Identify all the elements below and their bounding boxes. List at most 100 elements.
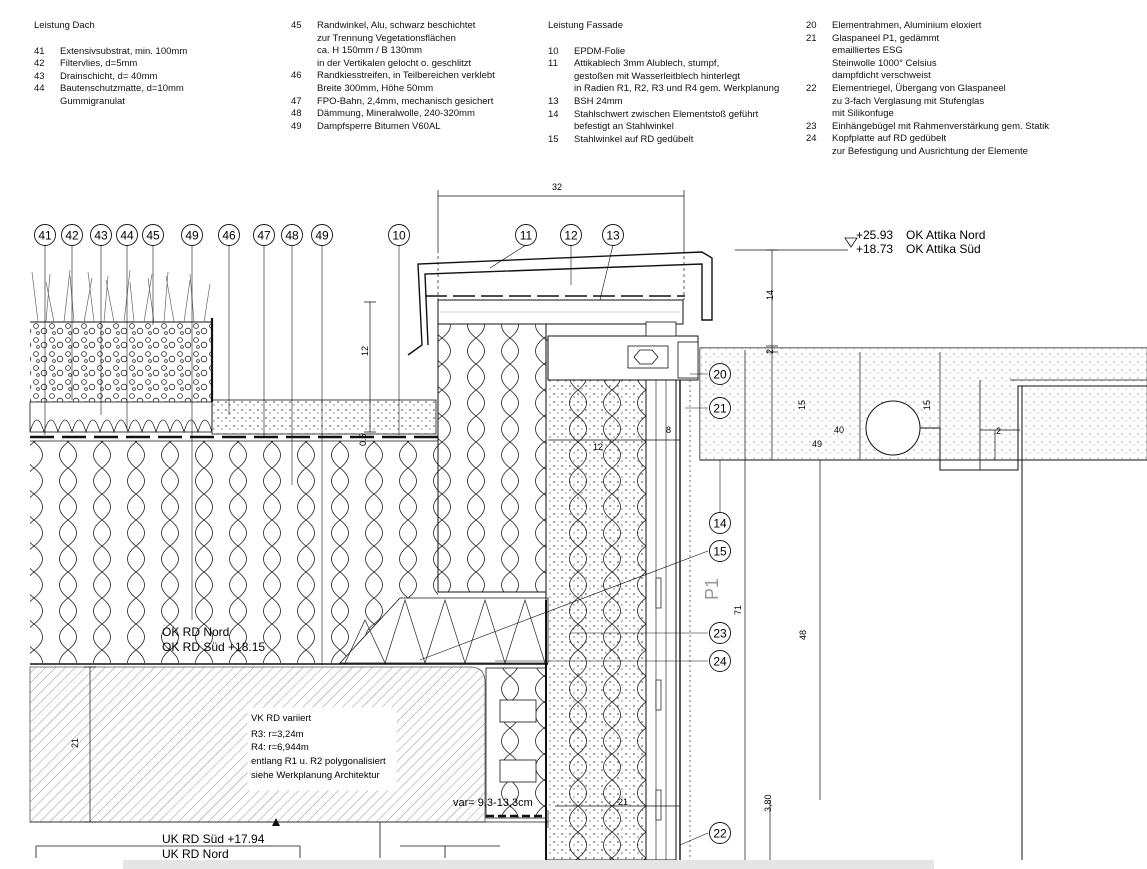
attika-sheet bbox=[407, 251, 713, 356]
legend-text: Randkiesstreifen, in Teilbereichen verkl… bbox=[317, 70, 495, 82]
attika-insulation bbox=[437, 321, 547, 593]
reference-bubble: 10 bbox=[388, 224, 410, 246]
legend-number: 45 bbox=[291, 20, 302, 31]
legend-text: Stahlwinkel auf RD gedübelt bbox=[574, 133, 694, 145]
reference-bubble: 47 bbox=[253, 224, 275, 246]
legend-number: 15 bbox=[548, 133, 559, 145]
reference-bubble: 22 bbox=[709, 822, 731, 844]
legend-continuation: in der Vertikalen gelocht o. geschlitzt bbox=[317, 57, 472, 69]
dim-8: 8 bbox=[666, 425, 671, 435]
bubble-number: 44 bbox=[120, 229, 134, 243]
bubble-circle bbox=[560, 224, 582, 246]
attika-nord-label: OK Attika Nord bbox=[906, 228, 985, 242]
dim-49: 49 bbox=[812, 439, 822, 449]
legend-text: Elementrahmen, Aluminium eloxiert bbox=[832, 20, 982, 31]
round-profile bbox=[865, 400, 921, 456]
bubble-number: 15 bbox=[713, 545, 727, 559]
horizontal-scrollbar[interactable] bbox=[123, 860, 934, 869]
dim-05: 0.5 bbox=[358, 433, 368, 446]
legend-number: 14 bbox=[548, 108, 559, 120]
bubble-circle bbox=[181, 224, 203, 246]
bubble-number: 10 bbox=[392, 229, 406, 243]
leader-lines bbox=[44, 244, 721, 846]
window-section bbox=[699, 347, 1147, 860]
mineral-wool-insulation bbox=[30, 441, 438, 663]
note-line: VK RD variiert bbox=[251, 713, 312, 724]
bubble-number: 49 bbox=[315, 229, 329, 243]
bubble-number: 48 bbox=[285, 229, 299, 243]
note-line: entlang R1 u. R2 polygonalisiert bbox=[251, 756, 386, 767]
dim-15a: 15 bbox=[797, 400, 807, 410]
legend-item: 14 Stahlschwert zwischen Elementstoß gefü… bbox=[548, 109, 798, 122]
legend-continuation: emailliertes ESG bbox=[832, 45, 903, 57]
bubble-number: 14 bbox=[713, 517, 727, 531]
facade-element bbox=[407, 251, 713, 861]
reference-bubble: 46 bbox=[218, 224, 240, 246]
bubble-circle bbox=[116, 224, 138, 246]
uk-rd-sued: UK RD Süd +17.94 bbox=[162, 832, 265, 846]
dim-48: 48 bbox=[798, 630, 808, 640]
reference-bubble: 21 bbox=[709, 397, 731, 419]
legend-text: Extensivsubstrat, min. 100mm bbox=[60, 45, 188, 57]
legend-text: Elementriegel, Übergang von Glaspaneel bbox=[832, 82, 1006, 94]
bubble-circle bbox=[34, 224, 56, 246]
bubble-circle bbox=[281, 224, 303, 246]
legend-item: 46 Randkiesstreifen, in Teilbereichen ver… bbox=[291, 70, 531, 83]
legend-text: EPDM-Folie bbox=[574, 45, 626, 57]
attika-nord-value: +25.93 bbox=[856, 228, 893, 242]
legend-text: Bautenschutzmatte, d=10mm bbox=[60, 83, 184, 95]
attika-sued-label: OK Attika Süd bbox=[906, 242, 981, 256]
legend-text: Attikablech 3mm Alublech, stumpf, bbox=[574, 58, 720, 70]
reference-bubble: 11 bbox=[515, 224, 537, 246]
reference-bubble: 49 bbox=[311, 224, 333, 246]
level-markers: +25.93 OK Attika Nord +18.73 OK Attika S… bbox=[162, 228, 985, 861]
legend-text: Randwinkel, Alu, schwarz beschichtet bbox=[317, 20, 476, 31]
legend-text: Stahlschwert zwischen Elementstoß geführ… bbox=[574, 108, 759, 120]
ok-rd-nord: OK RD Nord bbox=[162, 625, 229, 639]
drain-layer bbox=[29, 401, 213, 433]
bubble-circle bbox=[311, 224, 333, 246]
note-line: R4: r=6,944m bbox=[251, 742, 309, 753]
bubble-circle bbox=[709, 512, 731, 534]
bubble-number: 11 bbox=[520, 229, 533, 243]
bubble-circle bbox=[709, 622, 731, 644]
legend-item: 15 Stahlwinkel auf RD gedübelt bbox=[548, 134, 798, 147]
legend-continuation: mit Silikonfuge bbox=[832, 108, 894, 120]
reference-bubble: 14 bbox=[709, 512, 731, 534]
level-triangle-icon bbox=[844, 237, 858, 248]
legend-number: 47 bbox=[291, 95, 302, 107]
legend-number: 46 bbox=[291, 70, 302, 82]
dim-14: 14 bbox=[765, 290, 775, 300]
legend-number: 23 bbox=[806, 120, 817, 132]
bubble-number: 49 bbox=[185, 229, 199, 243]
uk-rd-nord: UK RD Nord bbox=[162, 847, 229, 861]
bubble-circle bbox=[602, 224, 624, 246]
legend-continuation: dampfdicht verschweist bbox=[832, 70, 931, 82]
legend-continuation: gestoßen mit Wasserleitblech hinterlegt bbox=[574, 70, 740, 82]
dim-380: 3,80 bbox=[763, 794, 773, 812]
legend-number: 24 bbox=[806, 133, 817, 145]
bubble-circle bbox=[388, 224, 410, 246]
bubble-number: 23 bbox=[713, 627, 727, 641]
bubble-number: 41 bbox=[38, 229, 52, 243]
legend-heading: Leistung Dach bbox=[34, 20, 95, 31]
legend-continuation: Breite 300mm, Höhe 50mm bbox=[317, 82, 434, 94]
legend-number: 21 bbox=[806, 32, 817, 44]
bubble-circle bbox=[515, 224, 537, 246]
legend-heading: Leistung Fassade bbox=[548, 20, 623, 31]
bubble-circle bbox=[709, 822, 731, 844]
reference-bubble: 23 bbox=[709, 622, 731, 644]
dim-var: var= 9,3-13,3cm bbox=[453, 797, 533, 809]
legend-number: 42 bbox=[34, 58, 45, 70]
reference-bubble: 24 bbox=[709, 650, 731, 672]
reference-bubble: 15 bbox=[709, 540, 731, 562]
